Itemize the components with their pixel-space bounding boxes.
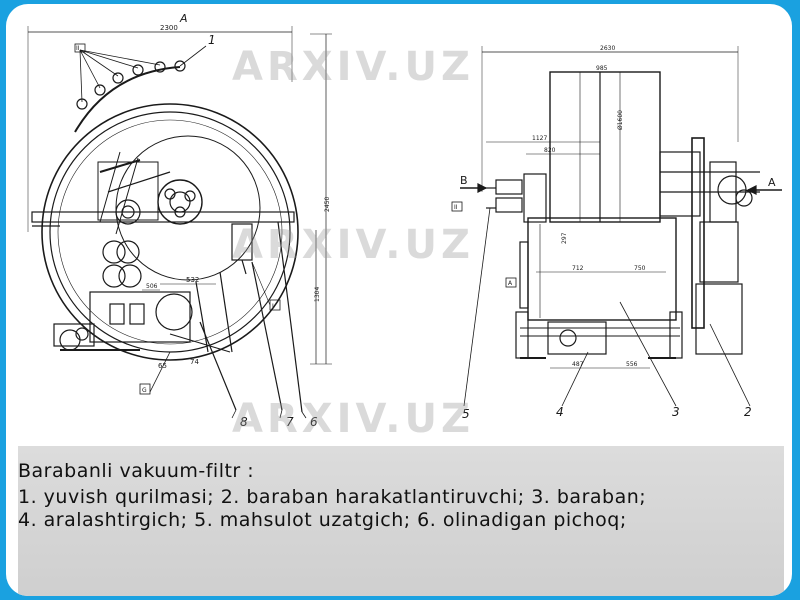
dim-dia-1600: Ø1600	[617, 110, 624, 130]
dim-820: 820	[544, 147, 556, 154]
callout-8: 8	[240, 415, 248, 429]
dim-532: 532	[186, 276, 199, 284]
watermark: ARXIV.UZ	[232, 222, 474, 268]
tag-i-right: I	[272, 303, 274, 310]
callout-3: 3	[672, 405, 680, 419]
dim-2630: 2630	[600, 45, 615, 52]
dim-506: 506	[146, 283, 158, 290]
dim-1127: 1127	[532, 135, 547, 142]
drawing-svg: 2300 A 1 II 2450 1304 532 506 65 74 I G …	[27, 12, 782, 429]
dim-top-left: 2300	[160, 24, 178, 32]
tag-a-right: A	[508, 280, 513, 287]
dim-985: 985	[596, 65, 608, 72]
caption-legend-2: 4. aralashtirgich; 5. mahsulot uzatgich;…	[18, 509, 627, 531]
dim-556: 556	[626, 361, 638, 368]
watermark: ARXIV.UZ	[232, 44, 474, 90]
view-label-a-left: A	[179, 12, 188, 25]
dim-65: 65	[158, 362, 167, 370]
side-view	[27, 26, 332, 419]
callout-2: 2	[744, 405, 752, 419]
slide: 2300 A 1 II 2450 1304 532 506 65 74 I G …	[6, 4, 792, 596]
dim-1304: 1304	[314, 287, 321, 302]
caption-panel: Barabanli vakuum-filtr : 1. yuvish quril…	[18, 446, 784, 596]
callout-4: 4	[556, 405, 564, 419]
dim-750: 750	[634, 265, 646, 272]
callout-7: 7	[286, 415, 294, 429]
caption-title: Barabanli vakuum-filtr :	[18, 460, 255, 482]
dim-487: 487	[572, 361, 584, 368]
tag-g: G	[142, 387, 147, 394]
tag-ii-left: II	[76, 45, 80, 52]
dim-712: 712	[572, 265, 584, 272]
front-view	[451, 46, 782, 407]
dim-2450: 2450	[324, 197, 331, 212]
callout-6: 6	[310, 415, 318, 429]
callout-1: 1	[208, 33, 216, 47]
callout-5: 5	[462, 407, 470, 421]
arrow-label-b: B	[460, 174, 468, 187]
technical-drawing: 2300 A 1 II 2450 1304 532 506 65 74 I G …	[20, 12, 788, 446]
dim-74: 74	[190, 358, 199, 366]
watermark: ARXIV.UZ	[232, 396, 474, 442]
dim-297: 297	[561, 232, 568, 244]
tag-ii-right: II	[454, 204, 458, 211]
arrow-label-a: A	[768, 176, 776, 189]
caption-legend: 1. yuvish qurilmasi; 2. baraban harakatl…	[18, 486, 647, 508]
